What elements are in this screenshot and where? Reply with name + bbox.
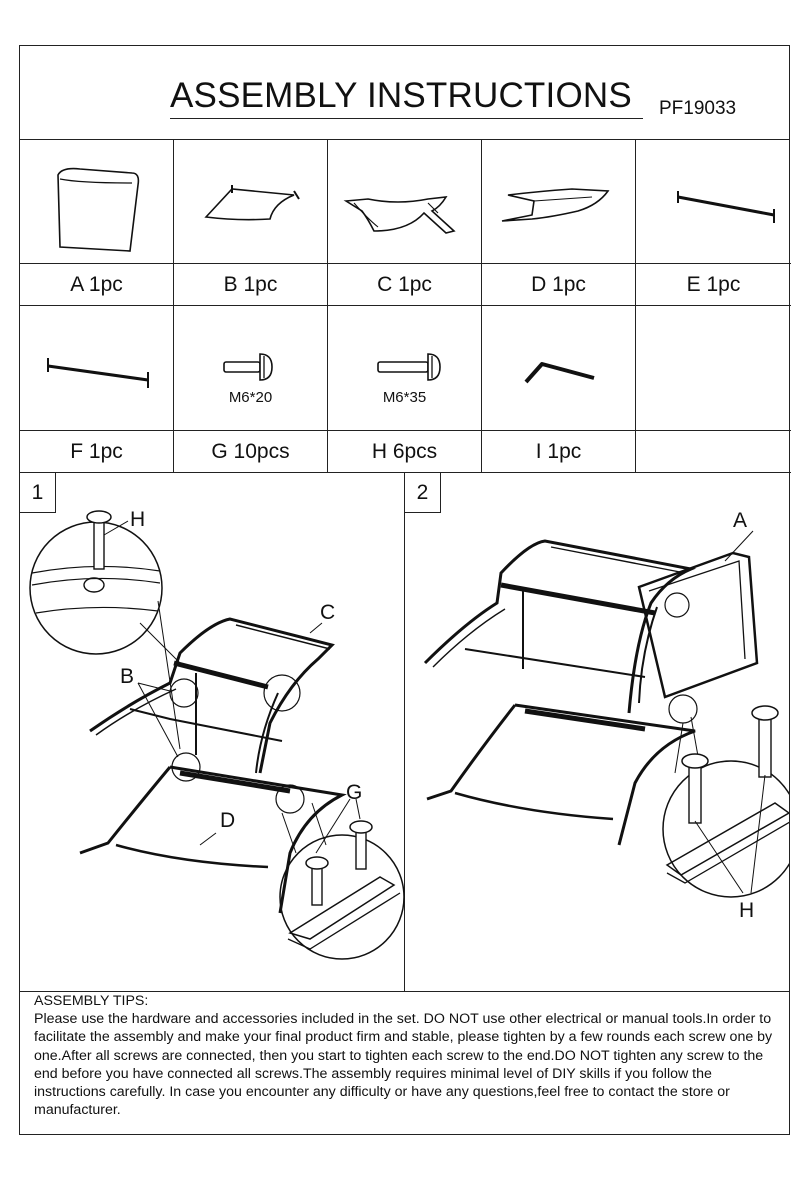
part-e-image [636,139,791,264]
part-f-label: F 1pc [20,431,174,473]
part-a-image [20,139,174,264]
callout-h2: H [739,899,755,922]
part-c-image [328,139,482,264]
empty-part-label [636,431,791,473]
part-e-label: E 1pc [636,264,791,306]
part-d-label: D 1pc [482,264,636,306]
callout-c: C [320,601,336,624]
empty-part-cell [636,306,791,431]
callout-d: D [220,809,236,832]
step-2-diagram [423,530,789,898]
part-c-label: C 1pc [328,264,482,306]
part-d-image [482,139,636,264]
part-g-label: G 10pcs [174,431,328,473]
lower-frame-icon [501,188,610,222]
title-row: ASSEMBLY INSTRUCTIONS PF19033 [20,46,789,140]
part-h-size: M6*35 [382,389,427,406]
part-f-image [20,306,174,431]
long-bolt-icon [377,353,441,381]
page-title: ASSEMBLY INSTRUCTIONS [170,76,632,115]
short-bar-icon [47,358,149,388]
tips-heading: ASSEMBLY TIPS: [34,993,149,1009]
part-h-label: H 6pcs [328,431,482,473]
long-bar-icon [677,191,775,223]
assembly-tips: ASSEMBLY TIPS: Please use the hardware a… [34,992,779,1119]
part-g-size: M6*20 [228,389,273,406]
model-number: PF19033 [659,98,737,119]
callout-a: A [733,509,748,532]
callout-h: H [130,508,146,531]
step-1-number: 1 [20,473,56,513]
allen-key-icon [524,362,595,384]
seat-back-panel-icon [57,167,140,252]
part-h-image: M6*35 [328,306,482,431]
step-2-panel: 2 A H [405,473,789,991]
short-bolt-icon [223,353,273,381]
seat-sling-icon [204,185,300,221]
part-b-label: B 1pc [174,264,328,306]
part-a-label: A 1pc [20,264,174,306]
part-i-label: I 1pc [482,431,636,473]
upper-frame-icon [343,196,456,234]
instruction-sheet: ASSEMBLY INSTRUCTIONS PF19033 [19,45,791,1135]
part-b-image [174,139,328,264]
step-2-number: 2 [405,473,441,513]
callout-b: B [120,665,135,688]
part-g-image: M6*20 [174,306,328,431]
step-1-panel: 1 H C B D G [20,473,405,991]
parts-list: A 1pc B 1pc C 1pc D 1pc E 1pc M6*20 [20,139,791,473]
step-1-diagram [29,510,405,960]
callout-g: G [346,781,363,804]
part-i-image [482,306,636,431]
assembly-steps: 1 H C B D G [20,473,789,992]
tips-body: Please use the hardware and accessories … [34,1011,773,1119]
title-underline [170,118,643,119]
